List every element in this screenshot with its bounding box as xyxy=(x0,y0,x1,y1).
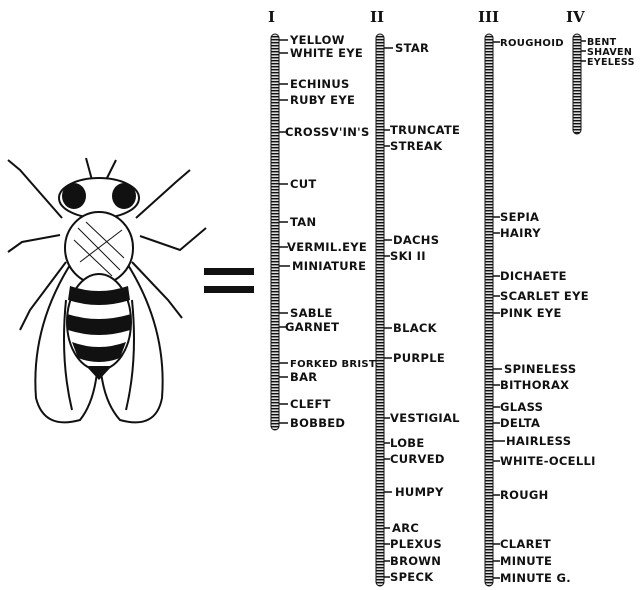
gene-label: DACHS xyxy=(393,233,439,247)
gene-label: ROUGHOID xyxy=(500,38,564,49)
gene-label: FORKED BRIST. xyxy=(290,359,379,370)
chromosome-2-genes: STAR TRUNCATE STREAK DACHS SKI II BLACK … xyxy=(384,41,460,584)
chromosome-1-numeral: I xyxy=(268,8,275,26)
gene-label: SABLE xyxy=(290,306,333,320)
chromosome-1-bar xyxy=(271,34,279,430)
equals-sign-bottom xyxy=(204,286,254,293)
gene-label: ROUGH xyxy=(500,488,549,502)
gene-label: DICHAETE xyxy=(500,269,567,283)
gene-label: CURVED xyxy=(390,452,445,466)
gene-label: CLARET xyxy=(500,537,551,551)
gene-label: CUT xyxy=(290,177,317,191)
gene-label: BOBBED xyxy=(290,416,345,430)
gene-label: GLASS xyxy=(500,400,543,414)
chromosome-1-genes: YELLOW WHITE EYE ECHINUS RUBY EYE CROSSV… xyxy=(279,33,379,430)
chromosome-4-genes: BENT SHAVEN EYELESS xyxy=(581,37,635,68)
gene-label: ARC xyxy=(392,521,419,535)
equals-sign-top xyxy=(204,268,254,275)
gene-label: STAR xyxy=(395,41,429,55)
gene-label: SCARLET EYE xyxy=(500,289,589,303)
gene-label: GARNET xyxy=(285,320,339,334)
gene-label: ECHINUS xyxy=(290,77,350,91)
gene-label: CLEFT xyxy=(290,397,331,411)
gene-label: WHITE EYE xyxy=(290,46,363,60)
gene-label: PURPLE xyxy=(393,351,445,365)
gene-label: PLEXUS xyxy=(390,537,442,551)
gene-label: BAR xyxy=(290,370,317,384)
gene-label: MINUTE xyxy=(500,554,552,568)
gene-label: SKI II xyxy=(390,249,426,263)
gene-label: VERMIL.EYE xyxy=(287,240,367,254)
gene-label: MINUTE G. xyxy=(500,571,571,585)
gene-label: RUBY EYE xyxy=(290,93,355,107)
gene-label: BITHORAX xyxy=(500,378,569,392)
chromosome-2-numeral: II xyxy=(370,8,384,26)
gene-label: TRUNCATE xyxy=(390,123,460,137)
left-eye-icon xyxy=(62,183,86,209)
gene-label: PINK EYE xyxy=(500,306,562,320)
fruit-fly-illustration xyxy=(8,158,206,422)
gene-label: WHITE-OCELLI xyxy=(500,454,596,468)
right-eye-icon xyxy=(112,183,136,209)
chromosome-2-bar xyxy=(376,34,384,586)
gene-label: HAIRY xyxy=(500,226,541,240)
gene-label: BLACK xyxy=(393,321,438,335)
gene-label: VESTIGIAL xyxy=(390,411,460,425)
gene-label: YELLOW xyxy=(289,33,345,47)
gene-label: STREAK xyxy=(390,139,443,153)
gene-label: MINIATURE xyxy=(292,259,366,273)
gene-label: LOBE xyxy=(390,436,425,450)
gene-label: TAN xyxy=(290,215,316,229)
gene-label: HAIRLESS xyxy=(506,434,571,448)
chromosome-4-bar xyxy=(573,34,581,134)
gene-label: DELTA xyxy=(500,416,540,430)
gene-label: HUMPY xyxy=(395,485,444,499)
chromosome-3-bar xyxy=(485,34,493,586)
gene-label: SPECK xyxy=(390,570,434,584)
gene-label: SPINELESS xyxy=(504,362,576,376)
chromosome-4-numeral: IV xyxy=(566,8,585,26)
gene-label: SEPIA xyxy=(500,210,539,224)
gene-label: CROSSV'IN'S xyxy=(285,125,370,139)
gene-label: BROWN xyxy=(390,554,441,568)
chromosome-3-numeral: III xyxy=(478,8,499,26)
gene-label: EYELESS xyxy=(587,57,635,68)
